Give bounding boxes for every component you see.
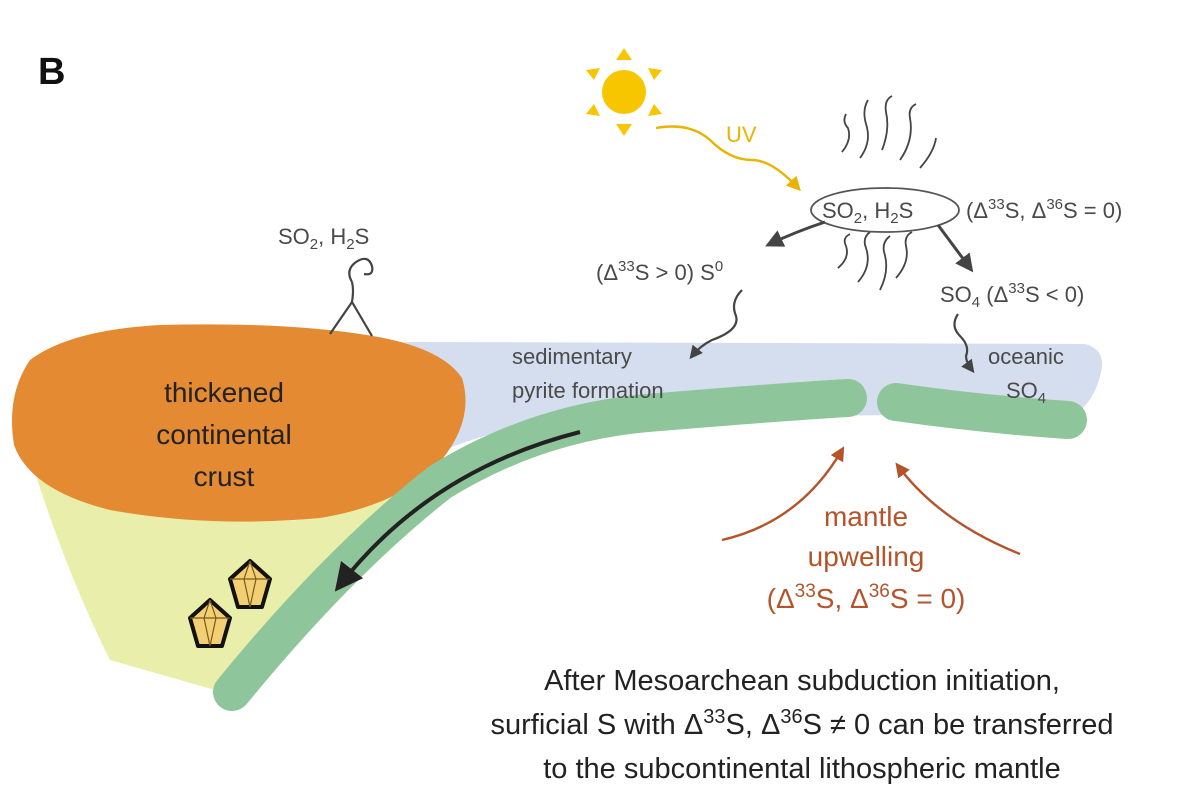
- volcanic-gas-label: SO2, H2S: [278, 224, 369, 253]
- panel-label: B: [38, 51, 65, 93]
- atmospheric-delta-label: (Δ33S, Δ36S = 0): [966, 196, 1122, 223]
- sedimentary-label-line2: pyrite formation: [512, 378, 664, 403]
- diamond-icon: [228, 559, 272, 609]
- caption-line3: to the subcontinental lithospheric mantl…: [543, 753, 1060, 785]
- crust-label-line1: thickened: [164, 377, 284, 408]
- arrow-to-so4: [936, 224, 974, 273]
- crust-label-line3: crust: [194, 461, 255, 492]
- upwelling-arrow-right: [895, 462, 1021, 556]
- arrow-to-oceanic: [953, 313, 975, 374]
- mantle-wedge: [22, 430, 445, 690]
- diamond-icon: [188, 598, 232, 648]
- subducting-slab: [213, 379, 867, 711]
- oceanic-plate: [877, 383, 1087, 439]
- continental-crust: [12, 324, 466, 522]
- upwelling-label-line1: mantle: [824, 501, 908, 532]
- sun-icon: [586, 48, 662, 136]
- subduction-arrow: [334, 430, 581, 592]
- arrow-to-sedimentary: [689, 289, 743, 360]
- uv-label: UV: [726, 122, 757, 147]
- caption-line1: After Mesoarchean subduction initiation,: [544, 665, 1060, 697]
- atmospheric-gas-label: SO2, H2S: [822, 198, 913, 227]
- atmospheric-swirls: [837, 95, 937, 291]
- upwelling-arrow-left: [721, 446, 845, 542]
- uv-ray: [655, 125, 801, 192]
- volcanic-vent: [329, 281, 373, 337]
- oceanic-label-line1: oceanic: [988, 344, 1064, 369]
- squiggle-icon: [348, 257, 374, 283]
- sedimentary-label-line1: sedimentary: [512, 344, 632, 369]
- crust-label-line2: continental: [156, 419, 291, 450]
- arrow-to-s0: [765, 220, 826, 247]
- oceanic-label-line2: SO4: [1006, 378, 1046, 407]
- atmospheric-gas-ellipse: [810, 187, 960, 233]
- upwelling-label-line2: upwelling: [808, 541, 925, 572]
- caption-line2: surficial S with Δ33S, Δ36S ≠ 0 can be t…: [490, 706, 1113, 741]
- so4-label: SO4 (Δ33S < 0): [940, 280, 1084, 311]
- s0-label: (Δ33S > 0) S0: [596, 258, 723, 285]
- upwelling-label-line3: (Δ33S, Δ36S = 0): [767, 581, 966, 614]
